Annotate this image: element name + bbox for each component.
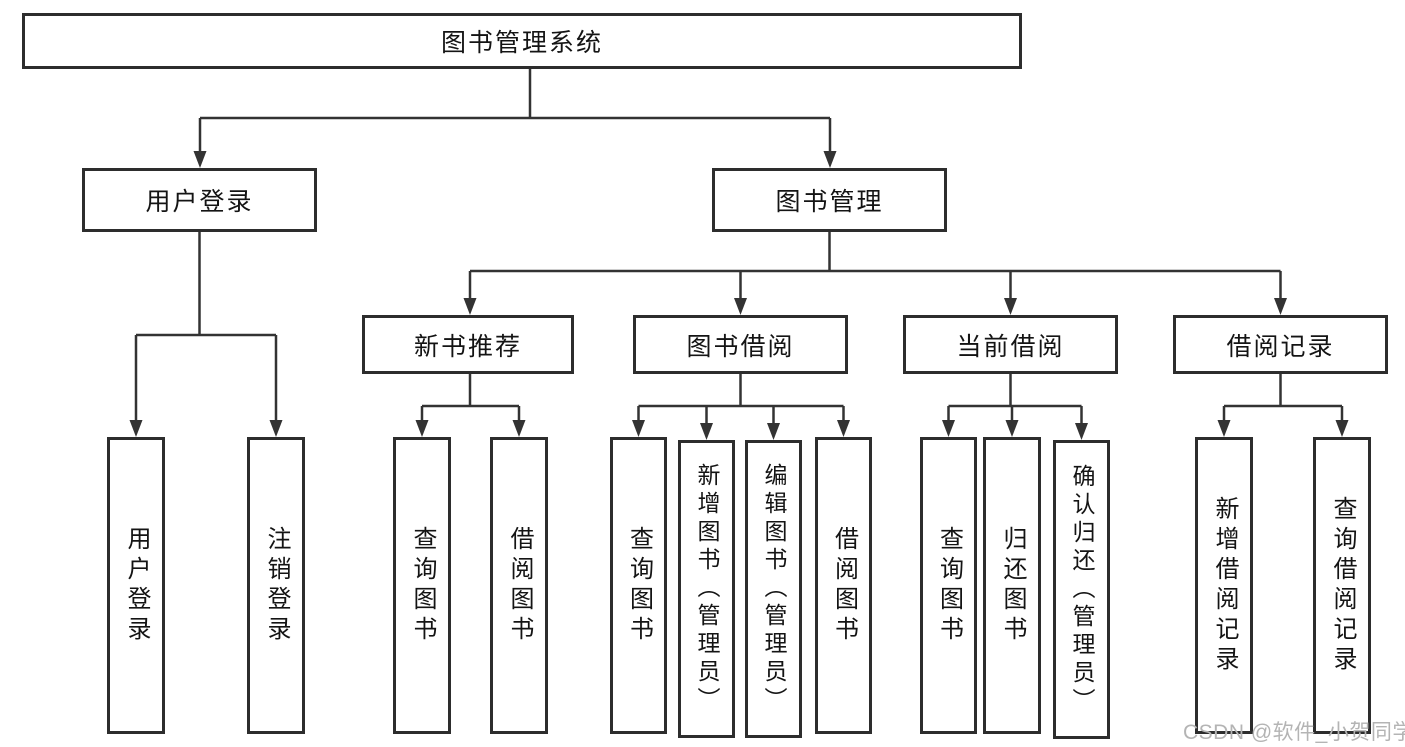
leaf-label: 查询图书 [409, 525, 436, 646]
leaf-add-borrow-record: 新增借阅记录 [1195, 437, 1253, 734]
node-label: 用户登录 [145, 188, 254, 216]
leaf-logout: 注销登录 [247, 437, 305, 734]
node-label: 当前借阅 [956, 332, 1065, 361]
leaf-label: 借阅图书 [506, 525, 533, 646]
leaf-query-borrow-record: 查询借阅记录 [1313, 437, 1371, 734]
edge-book-mgmt-to-level3 [468, 232, 1282, 299]
leaf-query-books-recommend: 查询图书 [393, 437, 451, 734]
leaf-return-books: 归还图书 [983, 437, 1041, 734]
leaf-edit-books-admin: 编辑图书（管理员） [745, 440, 802, 738]
leaf-label: 确认归还（管理员） [1069, 463, 1095, 716]
edge-current-borrow-to-leaves [947, 374, 1083, 424]
leaf-label: 新增借阅记录 [1211, 495, 1238, 676]
node-label: 图书管理 [775, 188, 884, 216]
leaf-query-books-borrowing: 查询图书 [610, 437, 667, 734]
edge-user-login-to-leaves [134, 232, 278, 421]
edge-borrow-records-to-leaves [1222, 374, 1344, 421]
leaf-confirm-return-admin: 确认归还（管理员） [1053, 440, 1110, 739]
leaf-label: 注销登录 [263, 525, 290, 646]
node-new-book-recommendation: 新书推荐 [362, 315, 574, 374]
leaf-query-books-current: 查询图书 [920, 437, 977, 734]
node-book-management: 图书管理 [712, 168, 947, 232]
leaf-label: 查询借阅记录 [1329, 495, 1356, 676]
arrowheads [129, 151, 1349, 440]
leaf-label: 借阅图书 [830, 525, 858, 646]
node-label: 新书推荐 [413, 332, 522, 361]
leaf-add-books-admin: 新增图书（管理员） [678, 440, 735, 738]
leaf-label: 编辑图书（管理员） [761, 463, 787, 715]
leaf-borrow-books-recommend: 借阅图书 [490, 437, 548, 734]
leaf-user-login: 用户登录 [107, 437, 165, 734]
edge-root-to-level2 [198, 69, 832, 152]
leaf-label: 新增图书（管理员） [694, 463, 720, 715]
node-label: 图书借阅 [686, 332, 795, 361]
leaf-label: 查询图书 [935, 525, 963, 646]
leaf-borrow-books: 借阅图书 [815, 437, 872, 734]
node-borrowing-records: 借阅记录 [1173, 315, 1388, 374]
node-book-borrowing: 图书借阅 [633, 315, 848, 374]
node-label: 借阅记录 [1226, 332, 1335, 361]
leaf-label: 查询图书 [625, 525, 653, 646]
csdn-watermark: CSDN @软件_小贺同学 [1183, 721, 1405, 744]
node-current-borrowing: 当前借阅 [903, 315, 1118, 374]
leaf-label: 归还图书 [999, 525, 1026, 646]
node-library-management-system: 图书管理系统 [22, 13, 1022, 69]
edge-new-book-rec-to-leaves [420, 374, 521, 421]
leaf-label: 用户登录 [123, 525, 150, 646]
node-user-login: 用户登录 [82, 168, 317, 232]
node-label: 图书管理系统 [440, 29, 603, 57]
edge-book-borrow-to-leaves [637, 374, 845, 424]
